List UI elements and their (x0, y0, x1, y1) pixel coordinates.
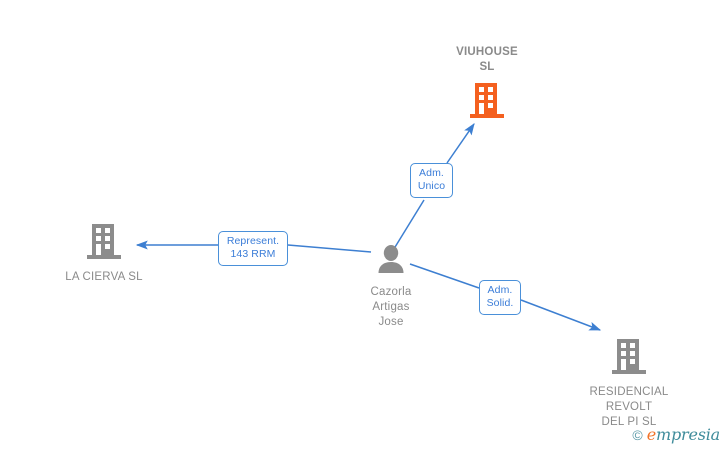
edge-label-represent[interactable]: Represent. 143 RRM (218, 231, 288, 266)
node-viuhouse-sl[interactable]: VIUHOUSE SL (412, 45, 562, 124)
copyright-icon: © (632, 426, 643, 443)
node-label-la-cierva-sl: LA CIERVA SL (65, 271, 143, 283)
person-icon (374, 245, 408, 280)
node-label-viuhouse-sl: VIUHOUSE SL (456, 46, 518, 73)
edge-label-adm-solid[interactable]: Adm. Solid. (479, 280, 521, 315)
node-residencial-revolt-del-pi-sl[interactable]: RESIDENCIAL REVOLT DEL PI SL (554, 337, 704, 430)
edge-represent (135, 240, 372, 253)
brand-wordmark: empresia (647, 425, 720, 444)
brand-rest: mpresia (656, 425, 720, 444)
building-icon (611, 337, 647, 380)
node-label-cazorla-artigas-jose: Cazorla Artigas Jose (370, 286, 412, 328)
node-la-cierva-sl[interactable]: LA CIERVA SL (29, 222, 179, 285)
edge-adm-solid (409, 263, 602, 331)
building-icon (469, 81, 505, 124)
brand-initial: e (646, 425, 656, 444)
node-label-residencial-revolt-del-pi-sl: RESIDENCIAL REVOLT DEL PI SL (589, 386, 669, 428)
empresia-watermark: © empresia (632, 425, 720, 444)
edge-adm-unico (391, 123, 475, 253)
building-icon (86, 222, 122, 265)
node-cazorla-artigas-jose[interactable]: Cazorla Artigas Jose (316, 245, 466, 330)
edge-label-adm-unico[interactable]: Adm. Unico (410, 163, 453, 198)
